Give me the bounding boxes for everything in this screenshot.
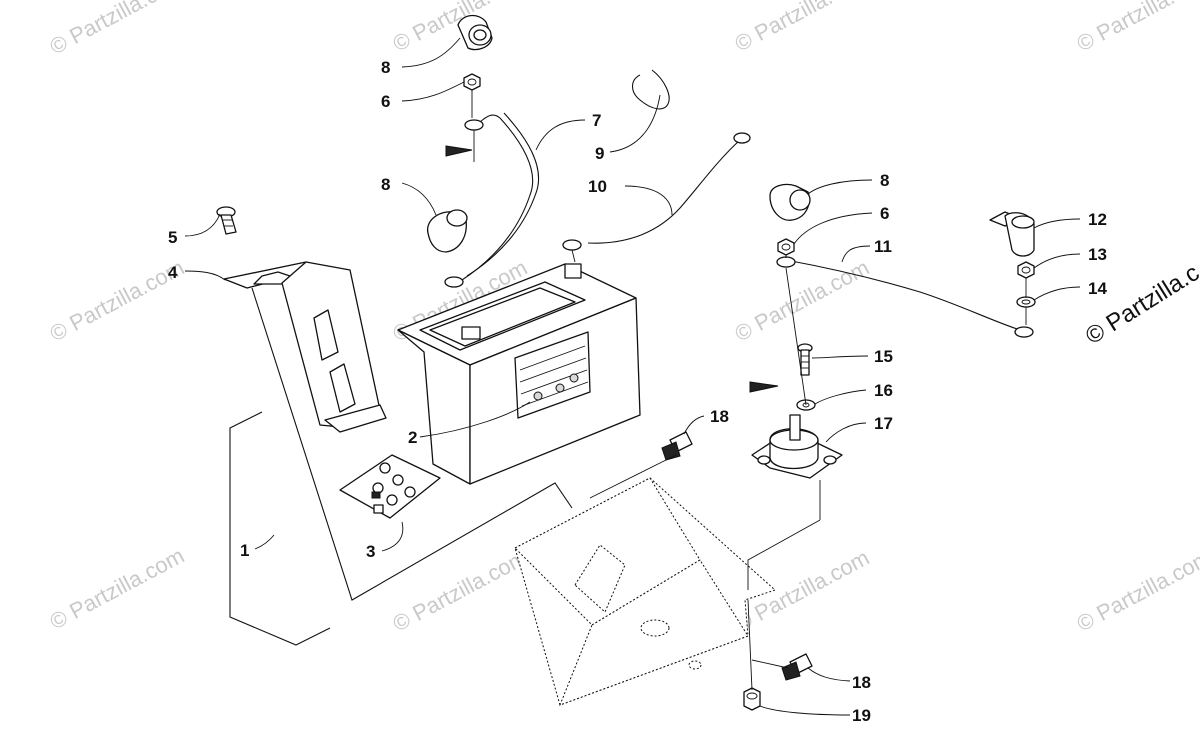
watermark: © Partzilla.com xyxy=(731,255,874,347)
watermark: © Partzilla.com xyxy=(46,255,189,347)
callout-16: 16 xyxy=(874,381,893,400)
callout-10: 10 xyxy=(588,177,607,196)
part-7-cable xyxy=(444,112,540,288)
battery-tray-reference xyxy=(514,477,776,706)
part-13-nut xyxy=(1017,261,1035,279)
part-1-bracket-outline xyxy=(229,287,573,646)
callout-7: 7 xyxy=(592,111,601,130)
callout-2: 2 xyxy=(408,428,417,447)
watermark: © Partzilla.com xyxy=(1073,545,1200,637)
callout-4: 4 xyxy=(168,263,178,282)
part-6-nut-top xyxy=(463,73,481,91)
part-8-terminal-cap-battery xyxy=(427,209,468,253)
callout-8: 8 xyxy=(381,58,390,77)
callout-5: 5 xyxy=(168,228,177,247)
part-9-strap xyxy=(631,69,670,110)
callout-15: 15 xyxy=(874,347,893,366)
callout-18: 18 xyxy=(710,407,729,426)
leader-lines xyxy=(184,37,1081,716)
part-18-clip-lower xyxy=(781,653,813,681)
part-3-hardware-kit xyxy=(339,454,441,519)
part-10-cable xyxy=(562,132,751,251)
arrow-marker-lower xyxy=(749,381,779,393)
watermark: © Partzilla.com xyxy=(46,543,189,635)
arrow-marker-upper xyxy=(445,145,473,157)
callout-1: 1 xyxy=(240,541,249,560)
part-6-nut-right xyxy=(777,238,795,256)
callout-14: 14 xyxy=(1088,279,1107,298)
part-19-nut xyxy=(743,687,761,711)
callout-19: 19 xyxy=(852,706,871,725)
watermark: © Partzilla.com xyxy=(46,0,189,59)
part-8-terminal-cap-top xyxy=(457,14,493,51)
callout-8: 8 xyxy=(880,171,889,190)
watermark: © Partzilla.com xyxy=(389,545,532,637)
part-18-clip-upper xyxy=(661,431,693,461)
part-15-bolt xyxy=(797,343,813,376)
part-14-washer xyxy=(1016,296,1036,308)
part-4-bracket xyxy=(223,261,387,433)
callout-13: 13 xyxy=(1088,245,1107,264)
part-12-boot xyxy=(989,211,1035,257)
callout-12: 12 xyxy=(1088,210,1107,229)
callout-labels: 8 6 7 9 8 10 5 4 8 6 11 12 13 14 15 16 1… xyxy=(168,58,1107,725)
callout-11: 11 xyxy=(874,237,892,256)
watermark: © Partzilla.com xyxy=(731,0,874,56)
part-17-solenoid xyxy=(751,414,843,479)
callout-6: 6 xyxy=(880,204,889,223)
assembly-lines xyxy=(445,90,1027,691)
watermark-side: © Partzilla.c xyxy=(1081,259,1200,350)
callout-6: 6 xyxy=(381,92,390,111)
part-2-battery xyxy=(397,263,641,485)
callout-18: 18 xyxy=(852,673,871,692)
watermark: © Partzilla.com xyxy=(1073,0,1200,56)
callout-9: 9 xyxy=(595,144,604,163)
part-5-bolt xyxy=(216,206,237,235)
callout-17: 17 xyxy=(874,414,893,433)
callout-3: 3 xyxy=(366,542,375,561)
part-8-terminal-cap-right xyxy=(769,183,811,221)
callout-8: 8 xyxy=(381,175,390,194)
